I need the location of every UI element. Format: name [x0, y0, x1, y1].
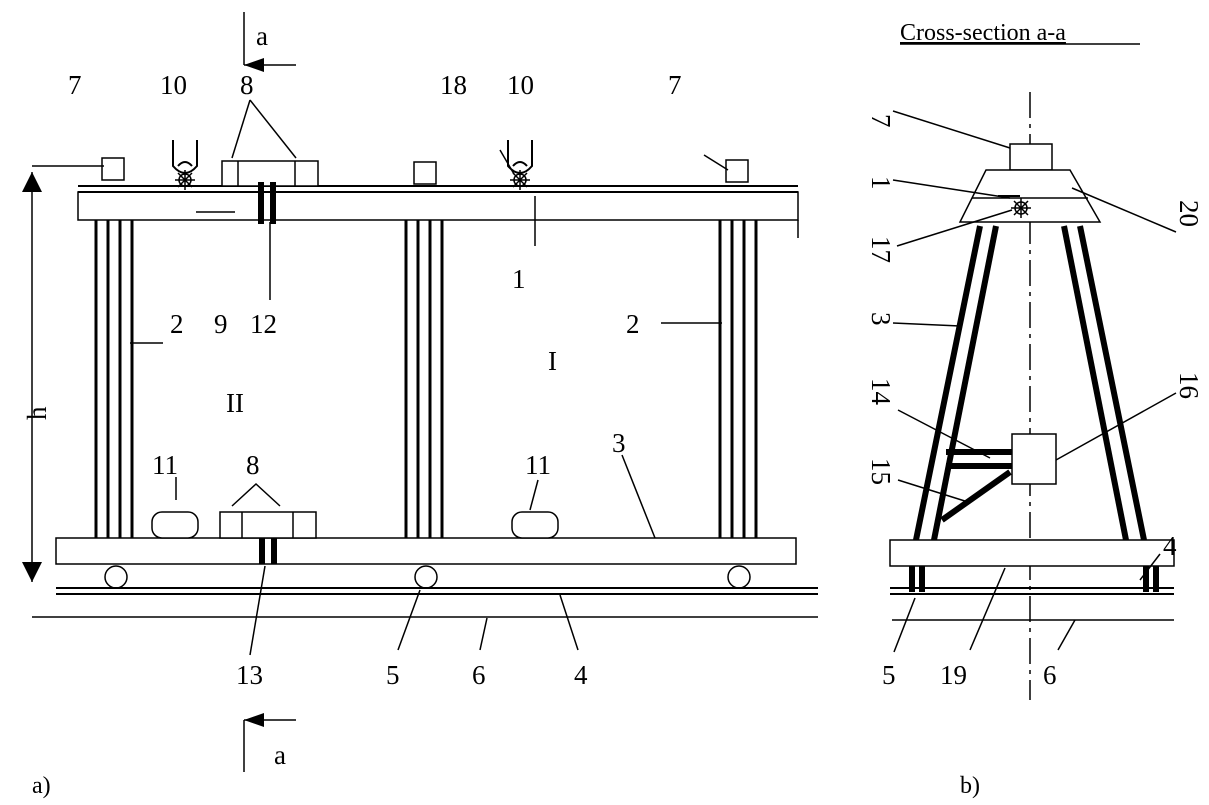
dimension-h — [22, 165, 104, 582]
right-post — [718, 220, 758, 538]
arm-14 — [946, 449, 1012, 469]
figure-a-side-view: a — [22, 12, 818, 799]
top-block-7 — [1009, 143, 1053, 171]
callout-9: 9 — [214, 309, 228, 339]
callout-b-3: 3 — [866, 312, 896, 326]
callout-b-17: 17 — [866, 236, 896, 263]
car-11-right — [511, 511, 559, 539]
leg-right — [1061, 225, 1147, 541]
top-beam — [77, 185, 799, 238]
callout-6: 6 — [472, 660, 486, 690]
callout-8-top: 8 — [240, 70, 254, 100]
callout-18: 18 — [440, 70, 467, 100]
section-letter-top: a — [256, 21, 268, 51]
wheels — [104, 565, 751, 589]
callout-7-right: 7 — [668, 70, 682, 100]
leader-lines-b — [892, 110, 1177, 653]
callout-11-right: 11 — [525, 450, 551, 480]
top-unit-8 — [221, 160, 319, 224]
callout-11-left: 11 — [152, 450, 178, 480]
callout-1: 1 — [512, 264, 526, 294]
callout-12: 12 — [250, 309, 277, 339]
base-4 — [889, 539, 1175, 567]
callout-4: 4 — [574, 660, 588, 690]
zone-label-II: II — [226, 388, 244, 418]
callout-8-bottom: 8 — [246, 450, 260, 480]
cross-section-title: Cross-section a-a — [900, 20, 1066, 46]
leader-8-top-left — [231, 99, 251, 159]
callout-b-20: 20 — [1174, 200, 1204, 227]
leg-left — [913, 225, 999, 541]
callout-b-14: 14 — [866, 378, 896, 406]
callout-b-6: 6 — [1043, 660, 1057, 690]
leader-8-top-right — [249, 99, 297, 159]
gripper-left — [172, 140, 198, 190]
block-7-middle — [413, 161, 437, 185]
block-7-right — [725, 159, 749, 183]
gripper-right — [507, 140, 533, 190]
callout-13: 13 — [236, 660, 263, 690]
brace-15 — [940, 469, 1012, 523]
callout-3: 3 — [612, 428, 626, 458]
panel-label-a: a) — [32, 773, 51, 799]
gripper-17 — [1011, 198, 1031, 218]
dimension-h-label: h — [22, 406, 52, 420]
panel-label-b: b) — [960, 773, 980, 799]
callout-b-1: 1 — [866, 176, 896, 190]
callout-b-16: 16 — [1174, 372, 1204, 399]
zone-label-I: I — [548, 346, 557, 376]
bottom-beam — [55, 537, 797, 565]
callout-b-15: 15 — [866, 458, 896, 485]
middle-post — [404, 220, 444, 538]
callout-10-right: 10 — [507, 70, 534, 100]
figure-b-cross-section: Cross-section a-a — [866, 20, 1204, 799]
leader-lines-a — [130, 149, 729, 656]
section-marker-bottom — [243, 713, 296, 772]
block-7-left — [101, 157, 125, 181]
callout-2-left: 2 — [170, 309, 184, 339]
callout-7-left: 7 — [68, 70, 82, 100]
rails-b — [890, 587, 1174, 621]
bottom-unit-8 — [219, 511, 317, 564]
section-marker-top — [243, 12, 296, 72]
section-letter-bottom: a — [274, 740, 286, 770]
leader-8-bottom — [231, 482, 281, 507]
callout-10-left: 10 — [160, 70, 187, 100]
callout-b-19: 19 — [940, 660, 967, 690]
callout-b-4: 4 — [1163, 531, 1177, 561]
rails — [32, 587, 818, 618]
car-11-left — [151, 511, 199, 539]
callout-5: 5 — [386, 660, 400, 690]
left-post — [94, 220, 134, 538]
callout-2-right: 2 — [626, 309, 640, 339]
callout-b-7: 7 — [866, 114, 896, 128]
callout-b-5: 5 — [882, 660, 896, 690]
box-16 — [1011, 433, 1057, 485]
head-20 — [958, 169, 1102, 223]
